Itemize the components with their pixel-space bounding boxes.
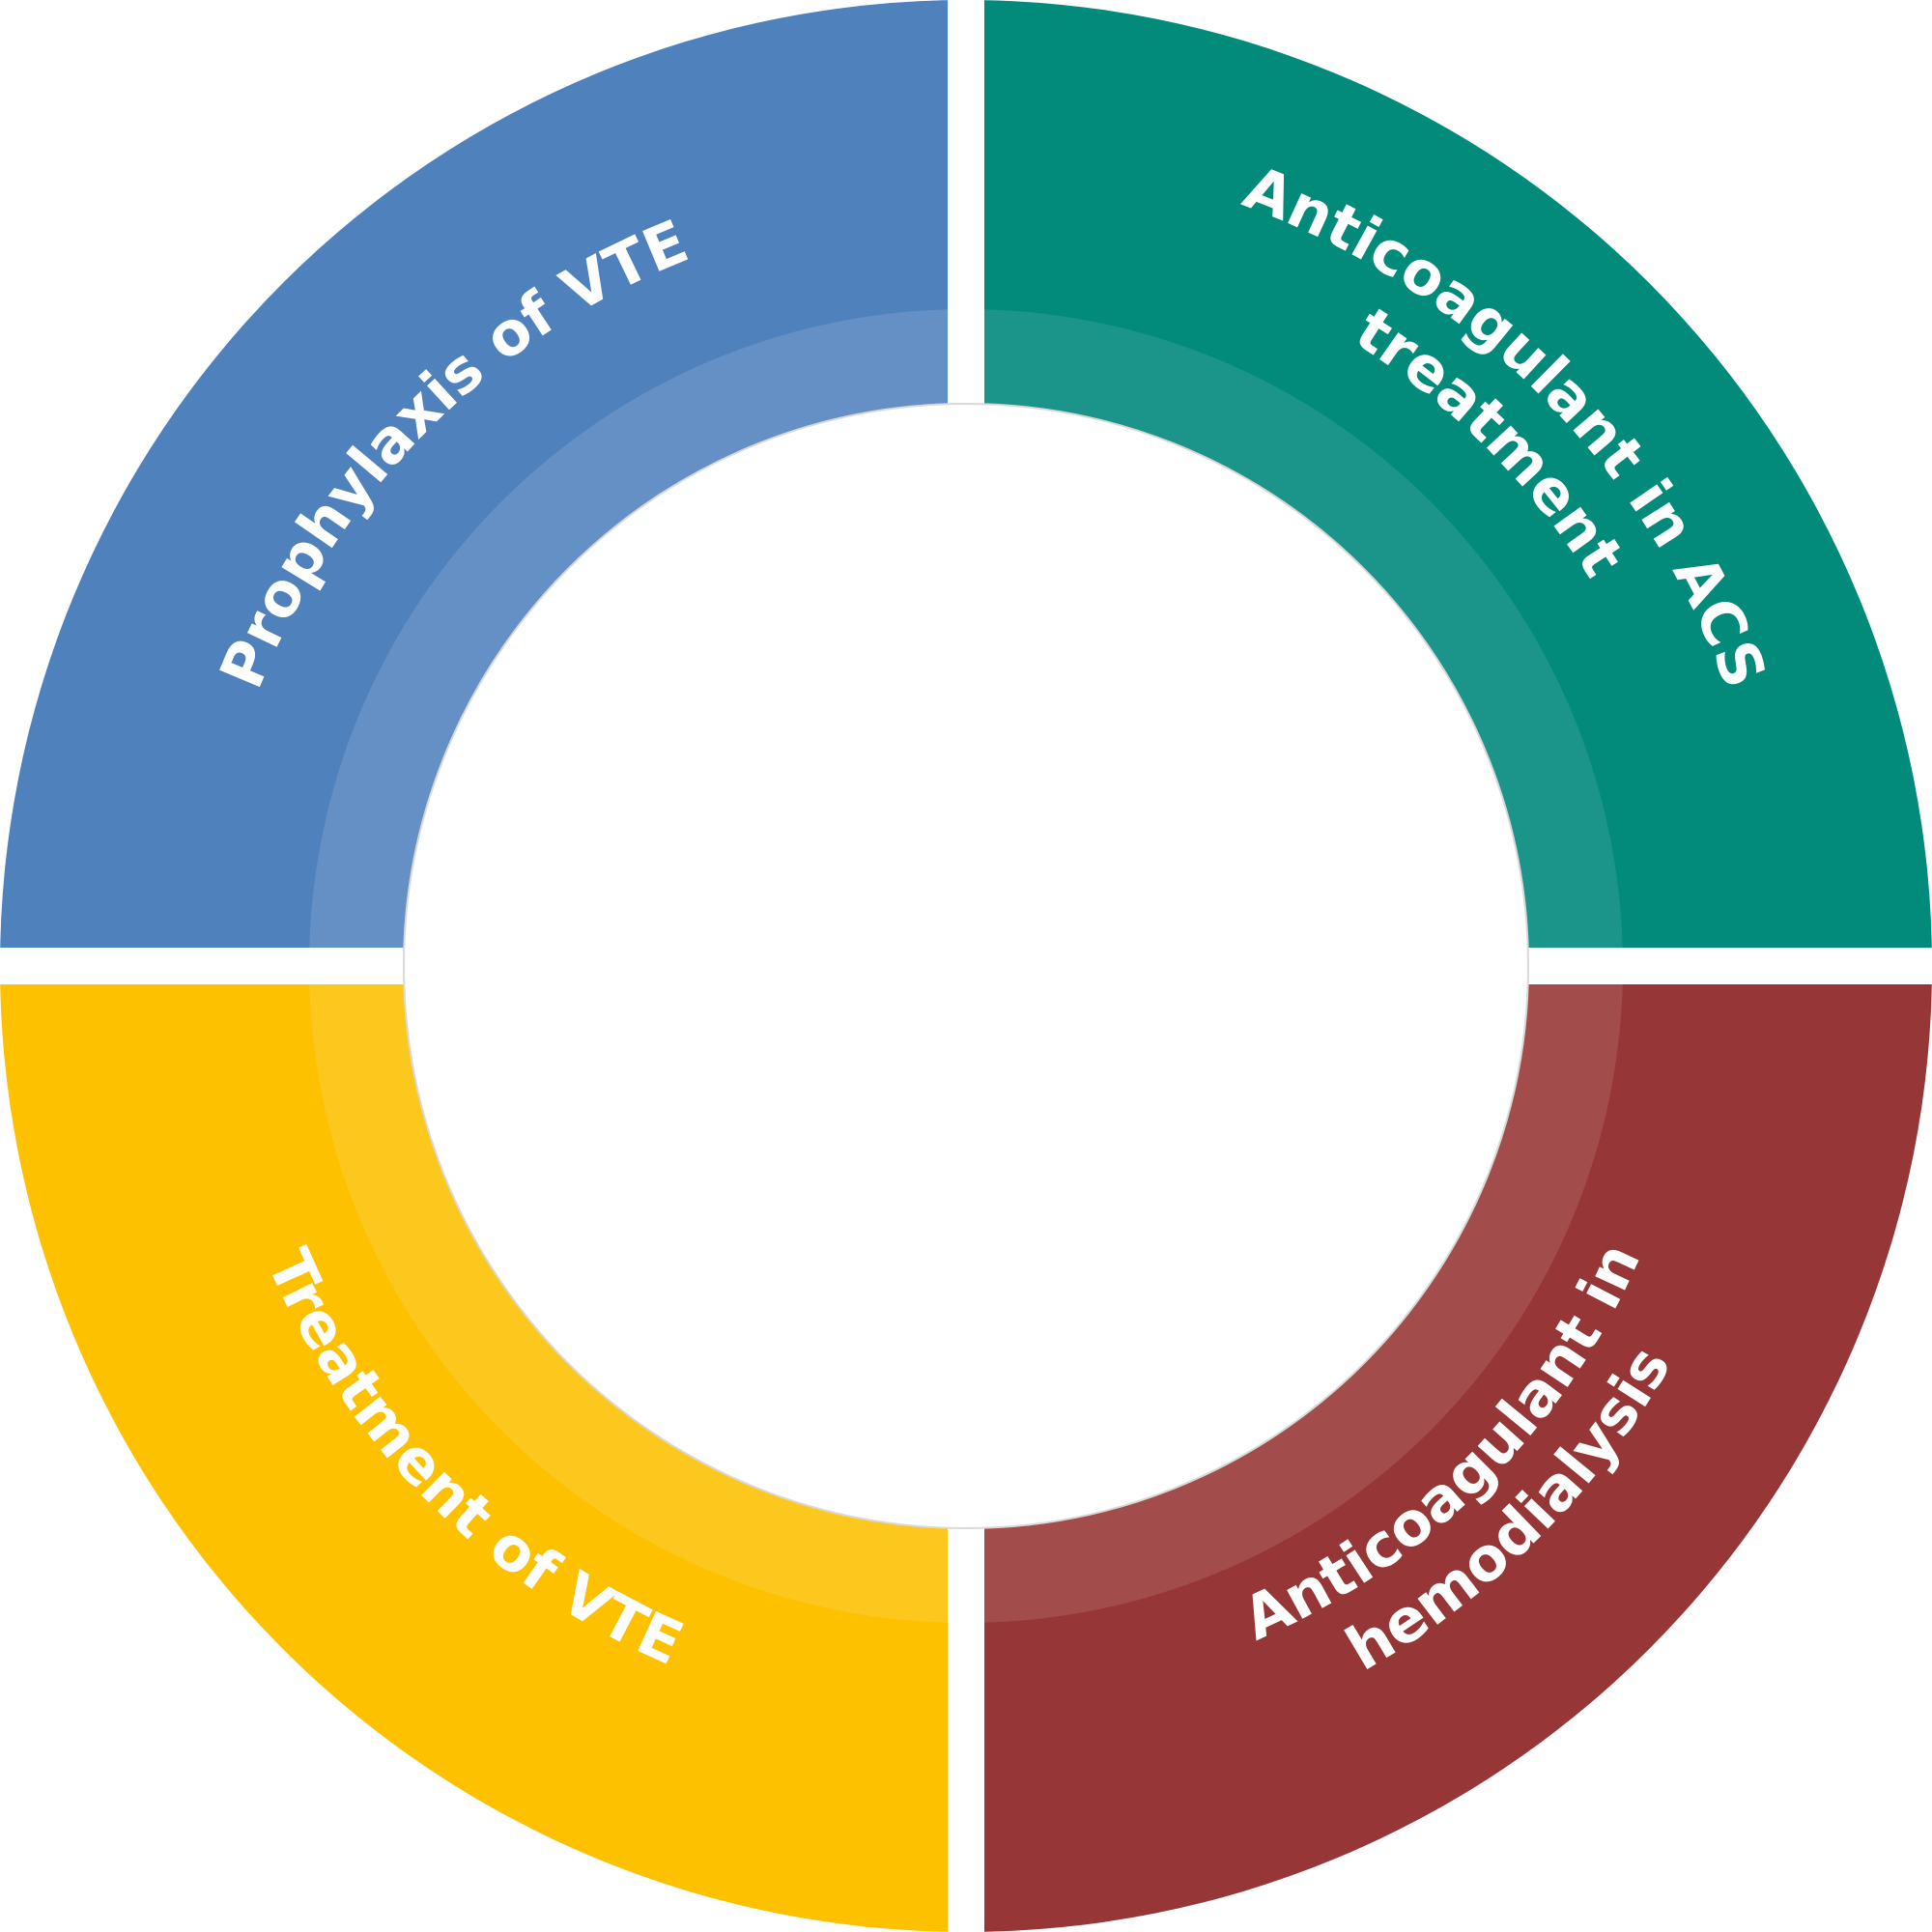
center-circle xyxy=(403,403,1529,1529)
